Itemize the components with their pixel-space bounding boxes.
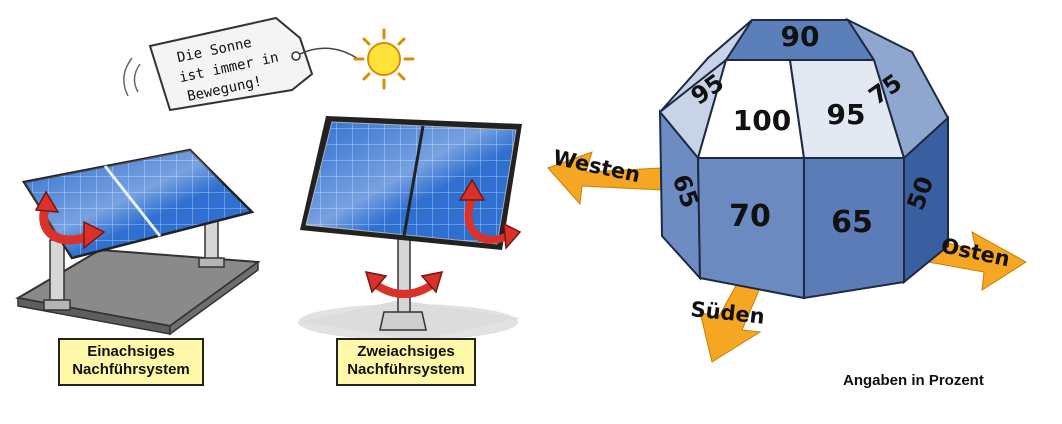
single-axis-tracker (15, 148, 261, 336)
value-upper-right: 95 (827, 98, 866, 131)
dual-axis-label-line-1: Zweiachsiges (357, 343, 455, 360)
tag-card (148, 16, 314, 112)
value-top: 90 (781, 20, 820, 53)
south-arrow (699, 281, 762, 363)
pole-base (379, 311, 427, 331)
value-lower-center-right: 65 (831, 205, 873, 240)
sun-icon (353, 28, 415, 90)
single-axis-label-line-2: Nachführsystem (72, 361, 190, 378)
dual-axis-label-line-2: Nachführsystem (347, 361, 465, 378)
dual-axis-label: Zweiachsiges Nachführsystem (336, 338, 476, 386)
east-arrow (927, 231, 1027, 291)
rotation-arrow-tilt (464, 194, 512, 244)
footnote: Angaben in Prozent (843, 372, 984, 389)
single-axis-label-line-1: Einachsiges (87, 343, 175, 360)
value-lower-center-left: 70 (729, 199, 771, 234)
single-axis-label: Einachsiges Nachführsystem (58, 338, 204, 386)
yield-dome: 90 95 100 95 75 65 70 65 50 Westen Osten… (547, 17, 1027, 363)
pole (397, 235, 411, 317)
sun-tag: Die Sonne ist immer in Bewegung! (123, 16, 415, 112)
west-arrow (547, 151, 663, 206)
dome-lower-right-face (903, 115, 949, 285)
value-upper-center: 100 (733, 104, 791, 137)
dual-axis-tracker (298, 116, 522, 340)
rotation-arrow-single (39, 201, 93, 245)
